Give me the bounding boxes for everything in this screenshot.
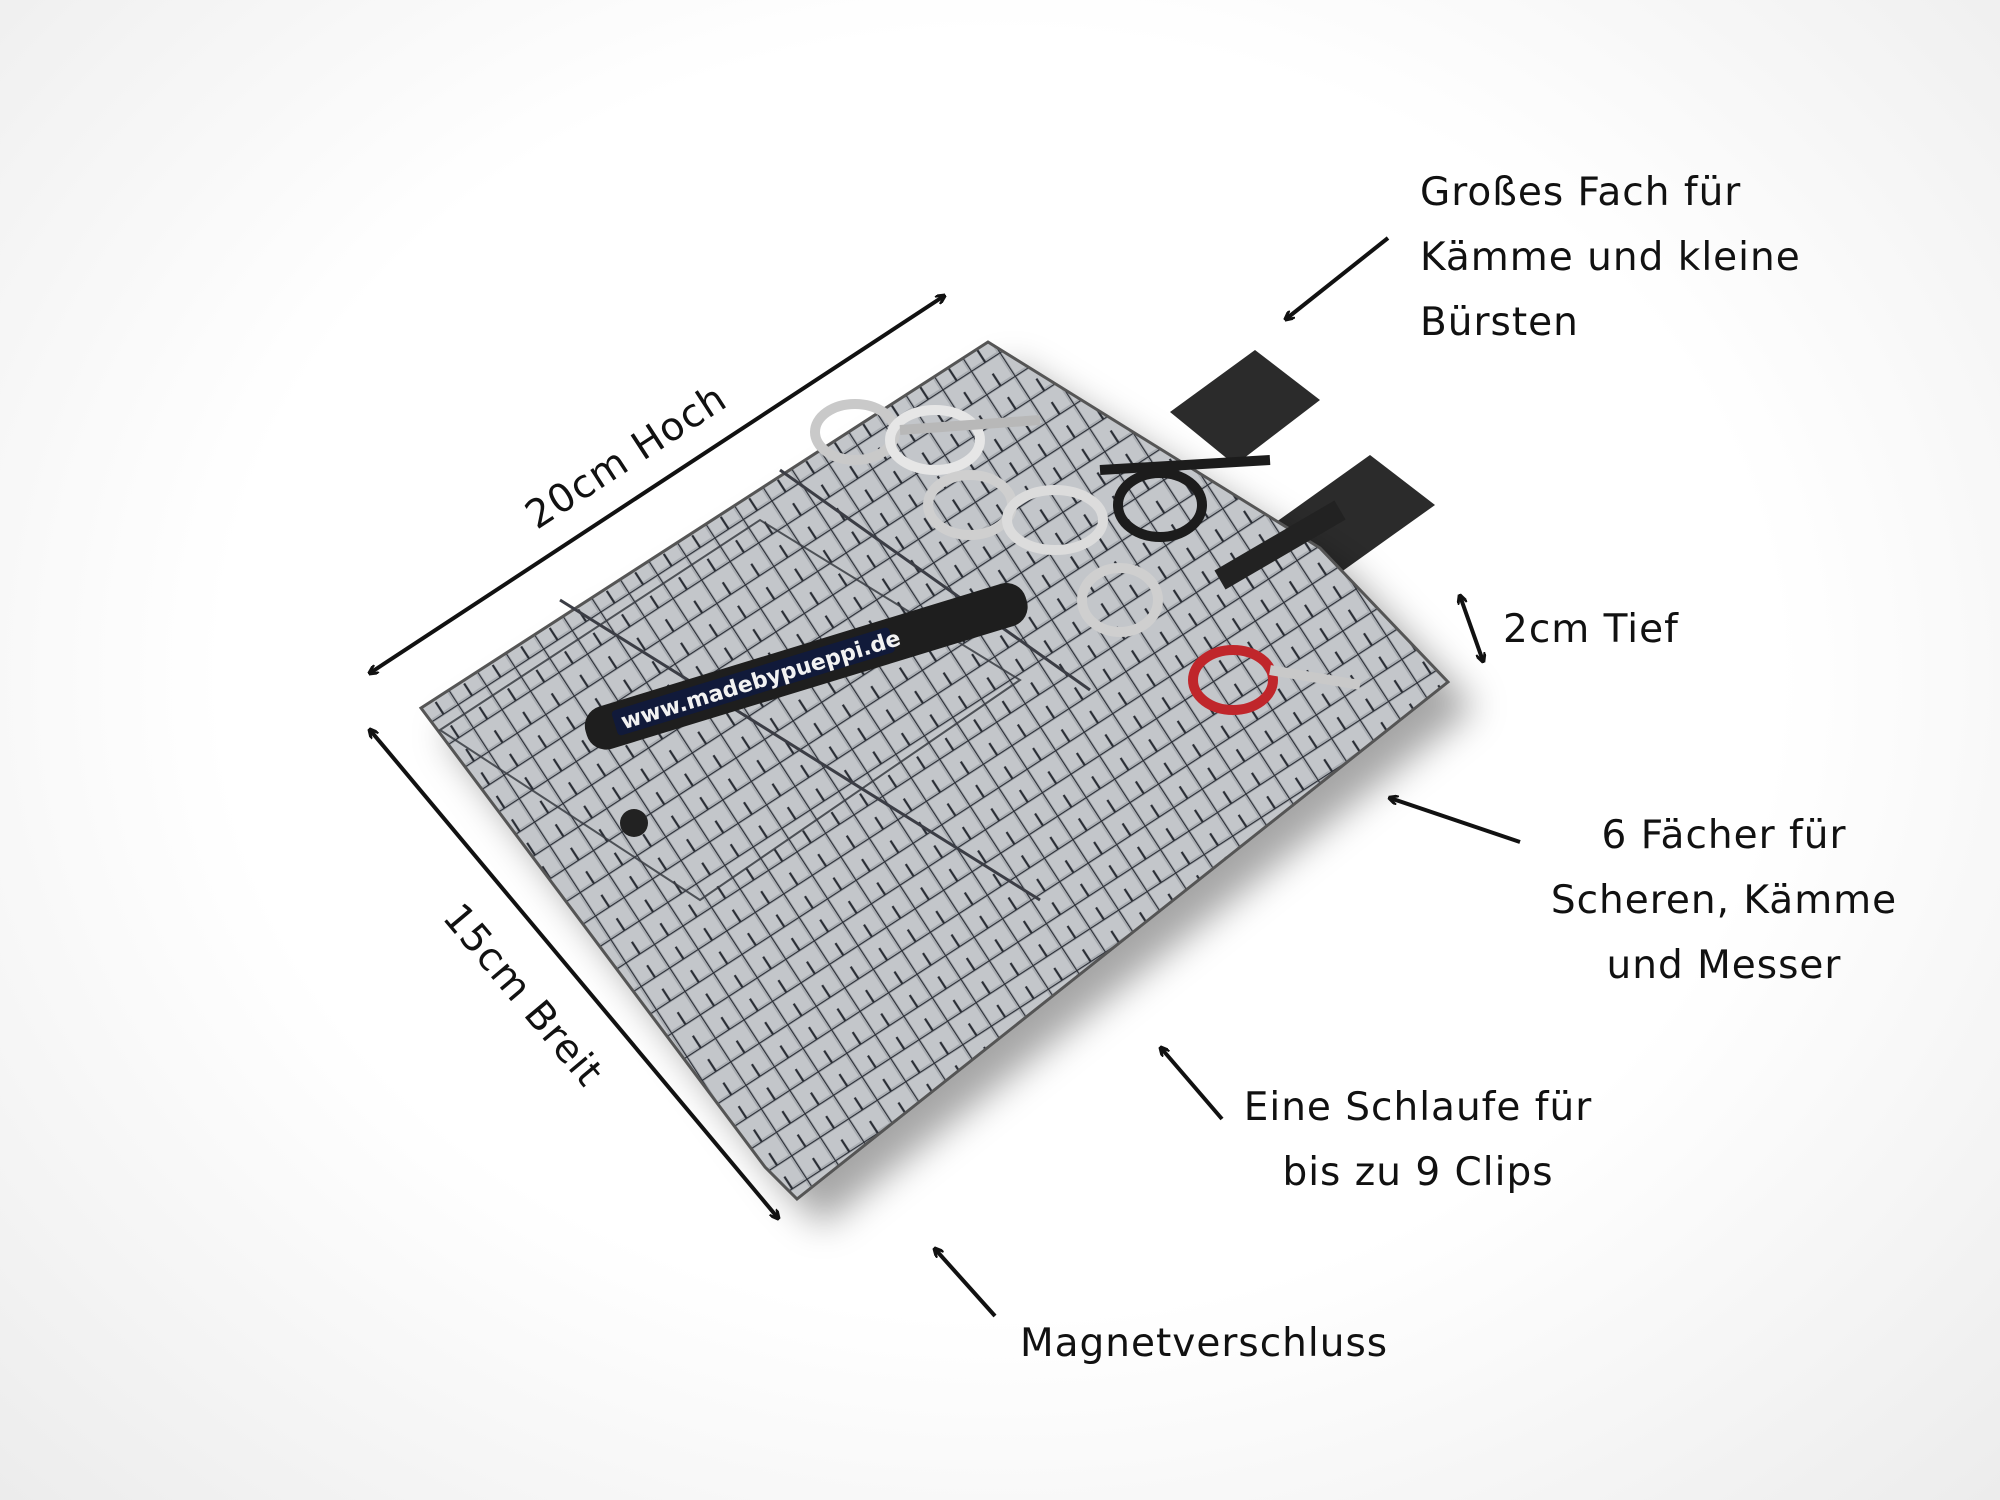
label-line: Kämme und kleine [1420,235,1801,280]
arrow-large-compartment [1286,236,1390,319]
arrow-height [370,296,944,673]
large-compartment-label: Großes Fach für Kämme und kleine Bürsten [1420,160,1801,355]
label-line: 6 Fächer für [1601,813,1847,858]
compartments-label: 6 Fächer für Scheren, Kämme und Messer [1524,803,1924,998]
label-line: Scheren, Kämme [1550,878,1898,923]
label-line: Bürsten [1420,300,1579,345]
arrow-depth [1460,596,1483,661]
arrow-compartments [1390,798,1521,844]
arrow-width [370,730,778,1218]
magnet-button [620,809,648,837]
arrow-closure [935,1249,997,1318]
height-label: 20cm Hoch [518,376,735,539]
loop-label: Eine Schlaufe für bis zu 9 Clips [1218,1075,1618,1205]
depth-label: 2cm Tief [1503,607,1679,652]
label-line: Großes Fach für [1420,170,1742,215]
arrow-loop [1161,1048,1224,1121]
closure-label: Magnetverschluss [1020,1321,1389,1366]
label-line: bis zu 9 Clips [1282,1150,1554,1195]
label-line: Eine Schlaufe für [1243,1085,1593,1130]
label-line: und Messer [1606,943,1842,988]
